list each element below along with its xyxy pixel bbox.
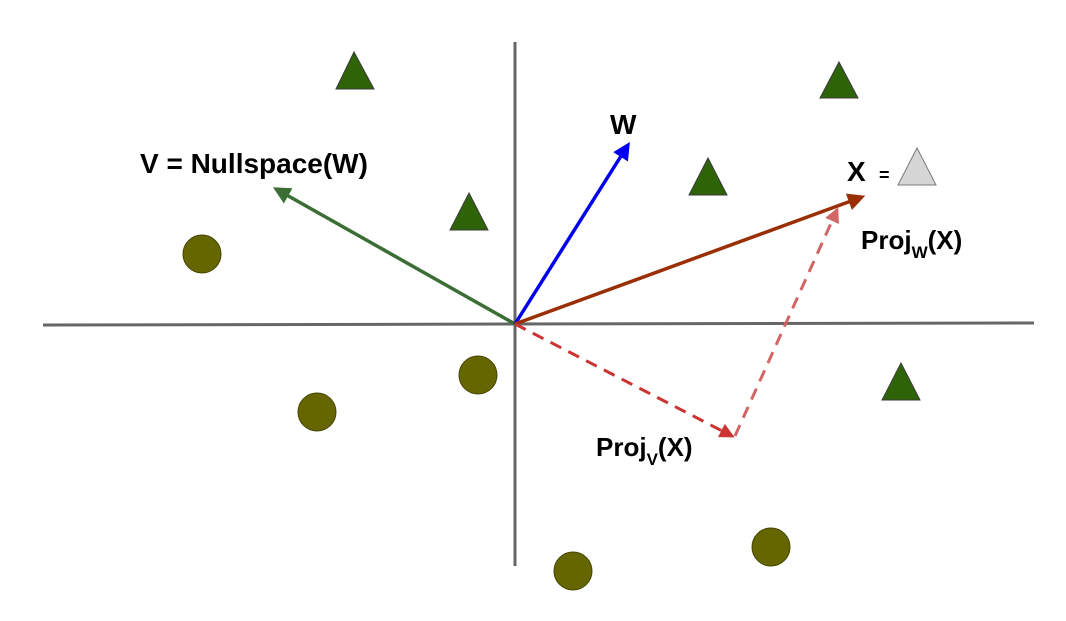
- x-triangle-marker: [897, 146, 937, 186]
- projection-v: [514, 322, 735, 438]
- circle-marker: [182, 234, 222, 274]
- proj-v-arg: (X): [658, 432, 693, 462]
- circle-marker: [297, 392, 337, 432]
- triangle-marker: [688, 156, 728, 196]
- triangle-marker: [819, 60, 859, 99]
- circle-marker: [751, 527, 791, 567]
- proj-v-label: ProjV(X): [596, 432, 693, 469]
- nullspace-v-label: V = Nullspace(W): [140, 148, 368, 179]
- triangle-marker: [335, 50, 375, 90]
- vector-w: [513, 142, 630, 325]
- vector-v: [272, 187, 516, 326]
- w-label: W: [610, 109, 637, 140]
- proj-w-subscript: W: [912, 243, 929, 262]
- x-label: X: [847, 156, 866, 187]
- proj-w-arg: (X): [928, 225, 963, 255]
- circle-marker: [553, 551, 593, 591]
- proj-v-main: Proj: [596, 432, 647, 462]
- triangle-marker: [881, 361, 921, 401]
- x-equals-sign: =: [879, 165, 890, 185]
- projection-w: [733, 207, 839, 437]
- proj-w-label: ProjW(X): [861, 225, 962, 262]
- proj-w-main: Proj: [861, 225, 912, 255]
- triangle-marker: [449, 191, 489, 231]
- vector-x: [514, 193, 866, 326]
- circle-marker: [458, 355, 498, 395]
- x-axis: [42, 321, 1035, 327]
- proj-v-subscript: V: [647, 450, 659, 469]
